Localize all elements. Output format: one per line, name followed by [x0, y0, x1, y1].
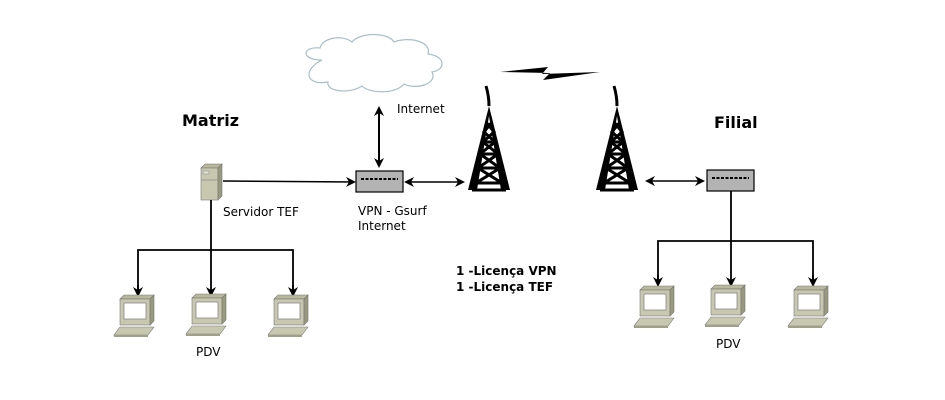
radio-tower-matriz-icon — [466, 84, 512, 192]
filial-pdv-label: PDV — [716, 337, 741, 351]
internet-label: Internet — [397, 102, 445, 116]
vpn-device-icon — [355, 170, 404, 193]
internet-cloud — [305, 33, 443, 93]
matriz-pdv-label: PDV — [196, 345, 221, 359]
matriz-title: Matriz — [182, 111, 240, 130]
license-tef: 1 -Licença TEF — [456, 280, 554, 294]
pdv-computer-icon — [113, 294, 155, 338]
server-tef-icon — [200, 163, 223, 201]
server-to-vpn-link — [222, 176, 356, 187]
wireless-link-icon — [500, 67, 600, 80]
filial-title: Filial — [714, 113, 758, 132]
pdv-computer-icon — [633, 285, 675, 329]
filial-switch-icon — [706, 169, 755, 192]
pdv-computer-icon — [267, 294, 309, 338]
server-label: Servidor TEF — [223, 205, 299, 219]
filial-lan-links — [653, 191, 818, 287]
pdv-computer-icon — [787, 285, 829, 329]
pdv-computer-icon — [704, 284, 746, 328]
radio-tower-filial-icon — [594, 84, 640, 192]
vpn-label-line1: VPN - Gsurf — [358, 204, 427, 218]
vpn-label-line2: Internet — [358, 219, 406, 233]
matriz-lan-links — [133, 200, 298, 297]
license-vpn: 1 -Licença VPN — [456, 264, 557, 278]
pdv-computer-icon — [185, 293, 227, 337]
